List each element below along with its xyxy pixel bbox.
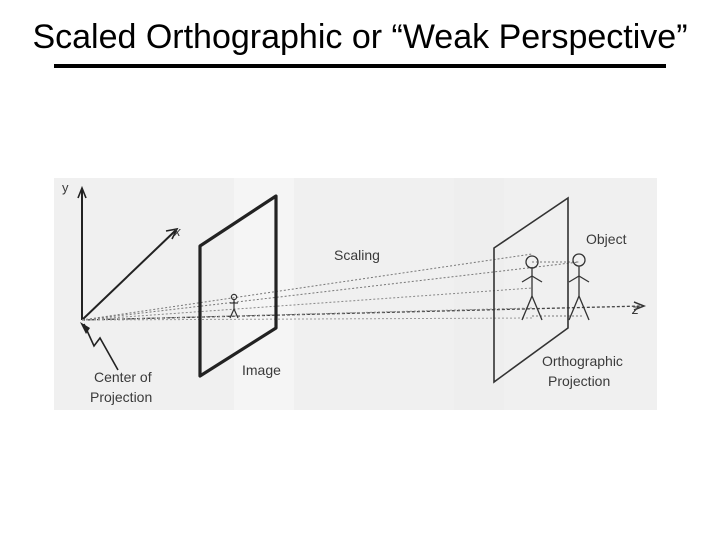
projection-ray (81, 261, 580, 321)
object-label: Object (586, 231, 627, 247)
title-underline (54, 64, 666, 68)
z-axis-arrowhead (633, 301, 647, 311)
background-band (454, 178, 504, 410)
diagram-background (54, 178, 657, 410)
diagram-canvas: y x z Scaling Object Image Center of Pro… (54, 178, 657, 410)
projection-ray (81, 307, 533, 321)
image-label: Image (242, 362, 281, 378)
slide-title: Scaled Orthographic or “Weak Perspective… (32, 18, 688, 56)
orthographic-label-line2: Projection (548, 373, 610, 389)
y-axis-label: y (62, 180, 69, 195)
projection-ray (81, 317, 533, 321)
center-label-line2: Projection (90, 389, 152, 405)
center-pointer-arrow (83, 323, 119, 371)
z-axis-label: z (631, 301, 639, 317)
image-plane (198, 194, 278, 378)
scaled-image-figure (229, 293, 239, 319)
projection-ray (81, 287, 533, 321)
orthographic-label-line1: Orthographic (542, 353, 623, 369)
x-axis-arrowhead (165, 227, 179, 240)
weak-perspective-diagram: y x z Scaling Object Image Center of Pro… (54, 178, 657, 410)
y-axis-arrowhead (77, 185, 87, 199)
scaling-label: Scaling (334, 247, 380, 263)
object-figure (568, 253, 590, 321)
center-pointer-arrowhead (80, 322, 90, 334)
x-axis-label: x (173, 224, 181, 239)
orthographic-projection-plane (493, 196, 569, 384)
center-label-line1: Center of (94, 369, 152, 385)
projected-figure (521, 255, 543, 321)
x-axis-line (81, 229, 177, 321)
